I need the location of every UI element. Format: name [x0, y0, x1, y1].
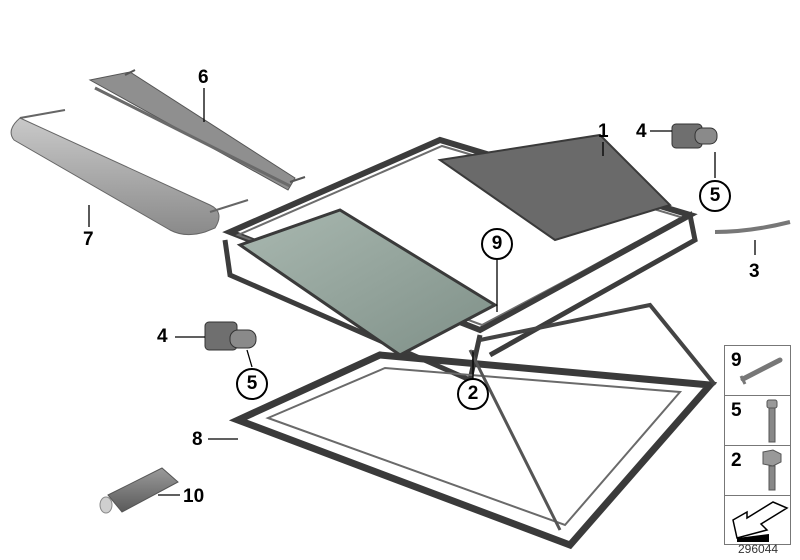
part-4-motor-lower — [204, 321, 257, 351]
callout-4-upper: 4 — [636, 121, 647, 142]
callout-5-lower: 5 — [236, 368, 268, 400]
direction-arrow-icon — [732, 501, 789, 542]
callout-8: 8 — [192, 429, 203, 450]
part-7-trim-frame — [10, 109, 249, 236]
callout-4-lower: 4 — [157, 326, 168, 347]
part-10-grease-tube — [99, 467, 179, 514]
screw-icon — [766, 399, 778, 443]
hex-bolt-icon — [762, 449, 782, 491]
part-1-roof-frame — [222, 133, 698, 384]
callout-2: 2 — [457, 378, 489, 410]
leader-lines — [88, 88, 756, 496]
legend-item-9: 9 — [725, 346, 790, 396]
part-6-wind-deflector — [88, 69, 306, 191]
callout-10: 10 — [183, 486, 205, 507]
part-3-cable — [714, 220, 791, 234]
part-4-motor-upper — [671, 123, 718, 149]
reference-number: 296044 — [738, 542, 779, 556]
callout-5-upper: 5 — [699, 180, 731, 212]
hardware-legend: 9 5 2 — [724, 345, 791, 545]
callout-3: 3 — [749, 261, 760, 282]
legend-item-arrow — [725, 496, 790, 546]
part-8-lower-frame — [228, 302, 718, 550]
legend-item-2: 2 — [725, 446, 790, 496]
glass-panel — [236, 208, 499, 357]
clip-icon — [739, 357, 783, 385]
callout-9: 9 — [481, 228, 513, 260]
legend-item-5: 5 — [725, 396, 790, 446]
callout-6: 6 — [198, 67, 209, 88]
callout-7: 7 — [83, 229, 94, 250]
callout-1: 1 — [598, 121, 609, 142]
